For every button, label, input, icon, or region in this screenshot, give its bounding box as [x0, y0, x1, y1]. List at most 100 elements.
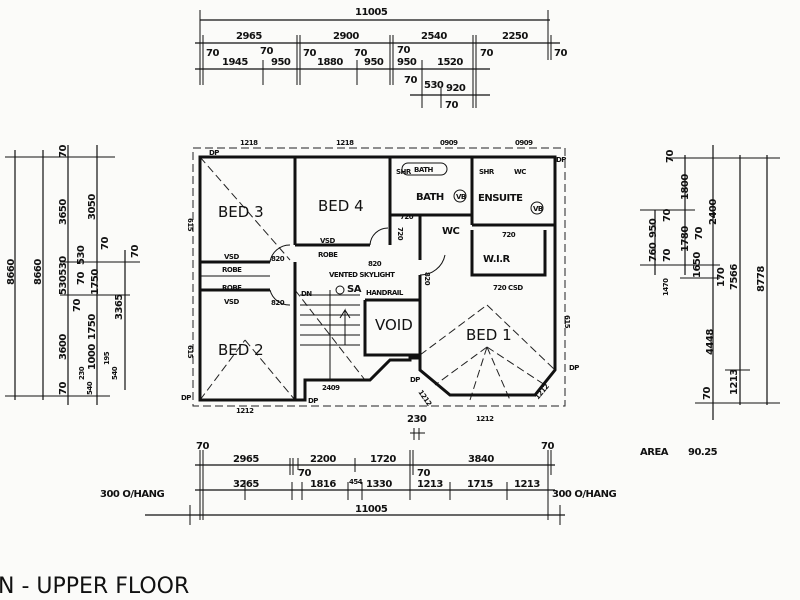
dim-wall: 70 — [196, 441, 209, 452]
dim-label: 2200 — [310, 454, 336, 465]
window-size: 1212 — [476, 415, 494, 423]
vanity-basin-label: VB — [533, 205, 543, 213]
dim-left-overall: 8660 — [6, 259, 17, 285]
dim-label: 1213 — [729, 369, 740, 395]
dim-label: 1750 — [87, 314, 98, 340]
robe-label: ROBE — [222, 266, 242, 274]
dim-label: 70 — [665, 150, 676, 163]
bath-tub-label: BATH — [414, 166, 433, 174]
dim-label: 4448 — [705, 329, 716, 355]
overhang-left-label: 300 O/HANG — [100, 489, 164, 500]
dim-label: 2400 — [708, 199, 719, 225]
dim-label: 1816 — [310, 479, 336, 490]
csd-label: 720 CSD — [493, 284, 523, 292]
plan-title: N - UPPER FLOOR — [0, 574, 189, 599]
robe-label: ROBE — [222, 284, 242, 292]
dim-right-overall: 8778 — [756, 266, 767, 292]
downpipe-label: DP — [556, 156, 566, 164]
dim-label: 1520 — [437, 57, 463, 68]
smoke-alarm-label: SA — [347, 284, 362, 295]
dim-label: 70 — [130, 245, 141, 258]
dim-label: 1213 — [417, 479, 443, 490]
dim-label: 3650 — [58, 199, 69, 225]
dim-label: 1650 — [692, 252, 703, 278]
downpipe-label: DP — [308, 397, 318, 405]
door-size: 820 — [368, 260, 382, 268]
door-size: 820 — [271, 255, 285, 263]
dim-label: 1720 — [370, 454, 396, 465]
dim-bottom-overall: 11005 — [355, 504, 388, 515]
room-label-bed2: BED 2 — [218, 341, 264, 359]
stair-down-label: DN — [301, 290, 312, 298]
door-size: 720 — [502, 231, 516, 239]
bay-dimension: 230 — [407, 414, 427, 425]
dim-wall: 70 — [354, 48, 367, 59]
dim-wall: 70 — [554, 48, 567, 59]
window-size: 1212 — [236, 407, 254, 415]
dim-label: 1470 — [662, 278, 670, 296]
window-size: 1218 — [336, 139, 354, 147]
shower-label: SHR — [479, 168, 495, 176]
room-label-bed4: BED 4 — [318, 197, 364, 215]
dim-label: 920 — [446, 83, 466, 94]
dim-label: 2900 — [333, 31, 359, 42]
shower-label: SHR — [396, 168, 412, 176]
dim-wall: 70 — [480, 48, 493, 59]
window-size: 0909 — [440, 139, 458, 147]
dim-label: 950 — [364, 57, 384, 68]
dim-label: 454 — [349, 478, 363, 486]
dim-label: 950 — [397, 57, 417, 68]
room-label-wir: W.I.R — [483, 254, 511, 265]
dim-label: 70 — [694, 227, 705, 240]
window-size: 615 — [563, 315, 571, 329]
dim-label: 950 — [648, 218, 659, 238]
dim-label: 2965 — [236, 31, 262, 42]
vanity-basin-label: VB — [456, 193, 466, 201]
room-label-bath: BATH — [416, 192, 444, 203]
dim-label: 950 — [271, 57, 291, 68]
downpipe-label: DP — [209, 149, 219, 157]
dim-label: 70 — [662, 209, 673, 222]
dim-label: 1750 — [90, 269, 101, 295]
dim-label: 1800 — [680, 174, 691, 200]
dim-wall: 70 — [298, 468, 311, 479]
top-dimensions: 11005 2965 2900 2540 2250 1945 950 1880 … — [195, 7, 568, 111]
floor-plan: BED 3 BED 4 BED 2 BED 1 VOID BATH BATH E… — [181, 139, 580, 440]
dim-label: 70 — [58, 382, 69, 395]
dim-label: 70 — [76, 272, 87, 285]
vsd-label: VSD — [224, 298, 239, 306]
dim-label: 2965 — [233, 454, 259, 465]
window-size: 1218 — [240, 139, 258, 147]
room-label-bed1: BED 1 — [466, 326, 512, 344]
dim-label: 70 — [72, 299, 83, 312]
dim-label: 1880 — [317, 57, 343, 68]
dim-label: 70 — [662, 249, 673, 262]
door-size: 720 — [400, 213, 414, 221]
window-size: 1212 — [533, 382, 551, 401]
dim-wall: 70 — [206, 48, 219, 59]
overhang-right-label: 300 O/HANG — [552, 489, 616, 500]
dim-label: 195 — [103, 351, 111, 365]
vsd-label: VSD — [224, 253, 239, 261]
bottom-dimensions: 70 70 70 70 2965 2200 1720 3840 3265 181… — [100, 441, 617, 525]
dim-label: 1945 — [222, 57, 248, 68]
downpipe-label: DP — [410, 376, 420, 384]
dim-label: 3840 — [468, 454, 494, 465]
door-size: 820 — [271, 299, 285, 307]
window-size: 2409 — [322, 384, 340, 392]
window-size: 615 — [186, 218, 194, 232]
room-label-ensuite: ENSUITE — [478, 193, 523, 204]
dim-wall: 70 — [417, 468, 430, 479]
robe-label: ROBE — [318, 251, 338, 259]
dim-top-overall: 11005 — [355, 7, 388, 18]
door-size: 820 — [423, 272, 431, 286]
dim-label: 70 — [702, 387, 713, 400]
dim-label: 530 — [76, 245, 87, 265]
dim-label: 170 — [716, 267, 727, 287]
dim-label: 70 — [58, 145, 69, 158]
right-dimensions: 70 1800 70 950 1780 760 70 1470 2400 70 … — [640, 145, 780, 420]
dim-label: 2540 — [421, 31, 447, 42]
handrail-label: HANDRAIL — [366, 289, 404, 297]
dim-label: 1000 — [87, 344, 98, 370]
